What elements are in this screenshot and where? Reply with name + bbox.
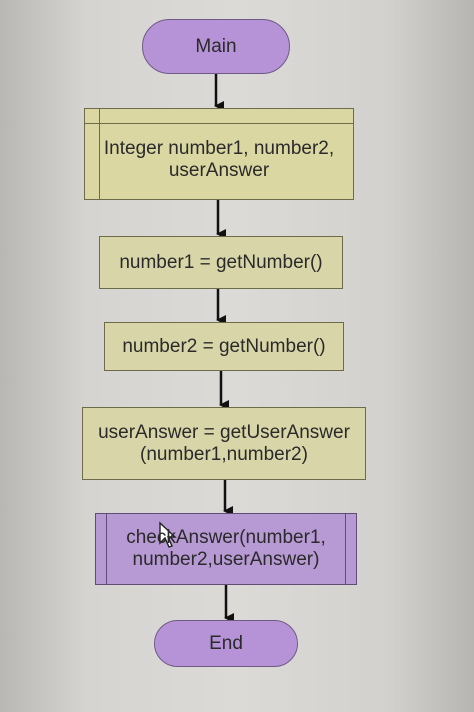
check-answer-call-box[interactable]: checkAnswer(number1, number2,userAnswer) (95, 513, 357, 585)
call-label: checkAnswer(number1, number2,userAnswer) (126, 527, 326, 570)
declare-variables-box[interactable]: Integer number1, number2, userAnswer (84, 108, 354, 200)
end-label: End (209, 632, 243, 654)
call-right-bar (345, 514, 346, 584)
declare-label: Integer number1, number2, userAnswer (103, 138, 335, 181)
start-label: Main (195, 35, 237, 57)
assign1-label: number1 = getNumber() (119, 251, 323, 273)
assign-number2-box[interactable]: number2 = getNumber() (104, 322, 344, 371)
mouse-cursor-icon (159, 521, 177, 548)
call-left-bar (106, 514, 107, 584)
declare-top-rule (85, 123, 353, 124)
assign3-label: userAnswer = getUserAnswer (number1,numb… (98, 421, 350, 465)
end-terminal[interactable]: End (154, 620, 298, 667)
start-terminal[interactable]: Main (142, 19, 290, 74)
assign2-label: number2 = getNumber() (122, 335, 326, 357)
assign-number1-box[interactable]: number1 = getNumber() (99, 236, 343, 289)
assign-useranswer-box[interactable]: userAnswer = getUserAnswer (number1,numb… (82, 407, 366, 480)
declare-left-rule (99, 109, 100, 199)
